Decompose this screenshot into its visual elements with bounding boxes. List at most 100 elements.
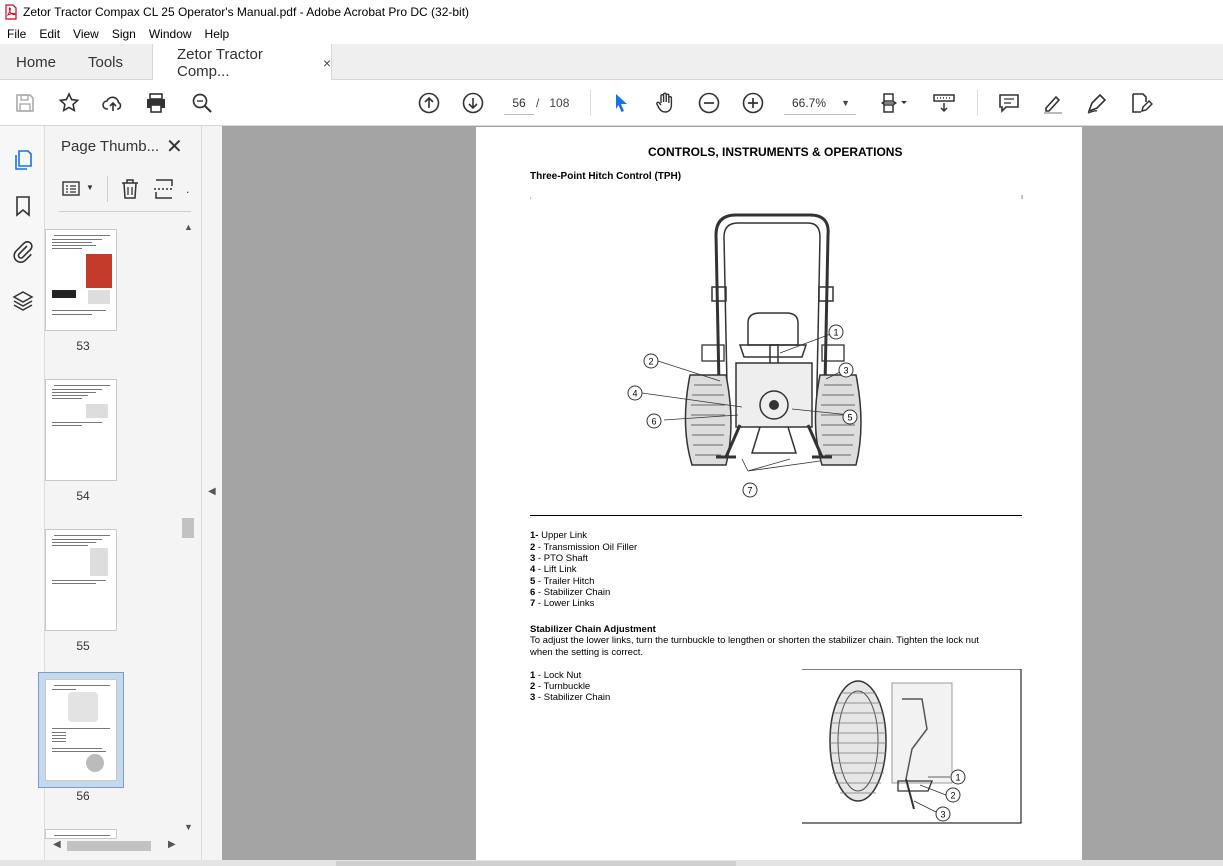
callout-2: 2 [648,357,653,367]
insert-page-icon[interactable] [153,177,175,201]
zoom-out-button[interactable] [695,89,723,117]
arrow-up-circle-icon [418,92,440,114]
panel-title: Page Thumb... [61,138,160,155]
thumbnail-label: 53 [76,339,90,353]
pdf-page: CONTROLS, INSTRUMENTS & OPERATIONS Three… [476,127,1082,860]
callout-4: 4 [632,389,637,399]
thumbnail-options-chevron-icon[interactable]: ▼ [86,183,94,192]
menu-view[interactable]: View [73,26,99,41]
scrollbar-thumb[interactable] [182,518,194,538]
thumbnail-vertical-scrollbar[interactable]: ▲ ▼ [181,222,195,834]
bookmark-star-button[interactable] [55,89,83,117]
menu-window[interactable]: Window [148,26,192,41]
thumbnail-page-56[interactable] [45,679,117,781]
panel-toolbar-divider [107,176,108,202]
highlighter-pen-icon [1044,95,1062,114]
scroll-mode-button[interactable] [930,89,958,117]
section-title-tph: Three-Point Hitch Control (TPH) [530,171,682,182]
draw-button[interactable] [1083,89,1111,117]
page-fit-button[interactable] [874,89,914,117]
tab-home-label: Home [16,53,57,71]
print-button[interactable] [142,89,170,117]
upload-button[interactable] [99,89,127,117]
callout-turnbuckle: 2 [950,791,955,801]
more-options-icon[interactable]: . [186,182,190,196]
thumbnail-page-54[interactable] [45,379,117,481]
pen-draw-icon [1087,93,1107,114]
legend-item: 6 - Stabilizer Chain [530,587,611,598]
stabilizer-paragraph-line2: when the setting is correct. [530,647,643,658]
thumbnail-horizontal-scrollbar[interactable]: ◀ ▶ [51,838,181,854]
keyboard-scroll-icon [933,94,955,113]
hand-tool-button[interactable] [651,89,679,117]
close-panel-icon[interactable]: ✕ [166,136,183,158]
legend-item: 1- Upper Link [530,530,588,541]
document-horizontal-scrollbar[interactable] [336,861,736,866]
callout-6: 6 [651,417,656,427]
layers-icon[interactable] [11,289,35,313]
panel-toolbar: ▼ . [59,170,191,212]
printer-icon [147,93,165,113]
thumbnail-page-55[interactable] [45,529,117,631]
paperclip-icon[interactable] [11,240,35,264]
page-heading: CONTROLS, INSTRUMENTS & OPERATIONS [648,145,903,159]
bookmark-icon[interactable] [11,194,35,218]
callout-7: 7 [747,486,752,496]
menu-edit[interactable]: Edit [39,26,61,41]
scroll-left-icon[interactable]: ◀ [53,839,61,850]
scroll-right-icon[interactable]: ▶ [168,839,176,850]
status-bar [0,860,1223,866]
next-page-button[interactable] [459,89,487,117]
main-toolbar [0,80,1223,126]
tab-tools-label: Tools [88,53,124,71]
plus-circle-icon [742,92,764,114]
zoom-level-select[interactable]: 66.7%▼ [784,91,856,115]
scroll-down-icon[interactable]: ▼ [184,822,193,832]
page-number-input[interactable]: 56 [504,91,534,115]
panel-collapse-strip[interactable]: ◀ [202,126,222,860]
zoom-in-button[interactable] [739,89,767,117]
zoom-level-value: 66.7% [792,96,827,110]
menu-help[interactable]: Help [204,26,230,41]
page-total: / 108 [536,91,569,115]
tab-home[interactable]: Home [16,44,56,80]
callout-5: 5 [847,413,852,423]
thumbnail-page-53[interactable] [45,229,117,331]
legend-item: 3 - PTO Shaft [530,553,588,564]
close-tab-icon[interactable]: × [322,54,331,71]
tab-tools[interactable]: Tools [88,44,123,80]
legend-item: 1 - Lock Nut [530,670,582,681]
scrollbar-thumb[interactable] [67,841,151,851]
fill-sign-button[interactable] [1127,89,1155,117]
thumbnail-label: 56 [76,789,90,803]
tab-document[interactable]: Zetor Tractor Comp... × [152,44,332,81]
highlight-button[interactable] [1039,89,1067,117]
comment-button[interactable] [995,89,1023,117]
menu-sign[interactable]: Sign [111,26,136,41]
window-title: Zetor Tractor Compax CL 25 Operator's Ma… [23,4,470,19]
find-button[interactable] [188,89,216,117]
save-button[interactable] [11,89,39,117]
scroll-up-icon[interactable]: ▲ [184,222,193,232]
menu-file[interactable]: File [7,26,27,41]
collapse-panel-icon[interactable]: ◀ [208,486,216,497]
callout-3: 3 [843,366,848,376]
cursor-arrow-icon [616,94,627,112]
trash-icon[interactable] [119,177,141,201]
page-thumbnails-icon[interactable] [11,148,35,172]
section-divider [530,515,1022,516]
legend-item: 2 - Turnbuckle [530,681,591,692]
thumbnail-options-icon[interactable] [61,178,83,200]
stabilizer-chain-illustration: 1 2 3 [802,669,1022,824]
thumbnail-page-57[interactable] [45,829,117,839]
toolbar-divider [590,90,591,116]
previous-page-button[interactable] [415,89,443,117]
legend-item: 4 - Lift Link [530,564,577,575]
legend-item: 7 - Lower Links [530,598,595,609]
select-tool-button[interactable] [607,89,635,117]
star-icon [58,92,80,112]
stabilizer-paragraph-line1: To adjust the lower links, turn the turn… [530,635,979,646]
navigation-rail [0,126,45,866]
thumbnail-label: 54 [76,489,90,503]
comment-icon [999,94,1019,113]
